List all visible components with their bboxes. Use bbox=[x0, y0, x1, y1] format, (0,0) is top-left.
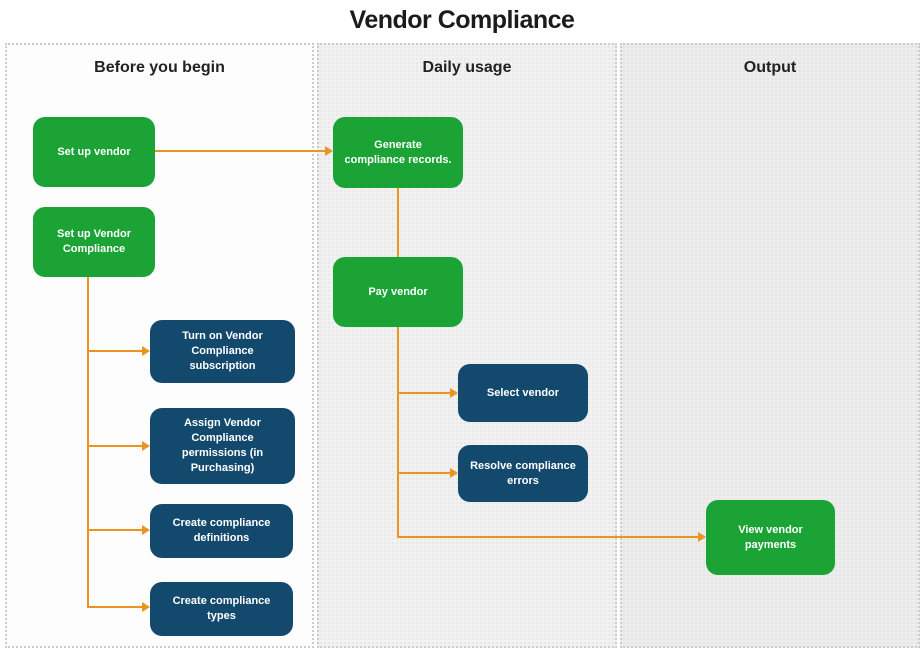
node-label: Select vendor bbox=[486, 386, 560, 399]
node-select-vendor: Select vendor bbox=[458, 364, 588, 422]
connector-branch-select-vendor bbox=[399, 392, 450, 394]
node-label: Create compliance types bbox=[172, 595, 271, 622]
arrowhead-create-types bbox=[142, 602, 150, 612]
connector-setup-compliance-trunk bbox=[87, 277, 89, 606]
node-set-up-vendor: Set up vendor bbox=[33, 117, 155, 187]
arrowhead-turn-on-subscription bbox=[142, 346, 150, 356]
arrowhead-resolve-errors bbox=[450, 468, 458, 478]
node-label: Set up Vendor Compliance bbox=[57, 228, 131, 255]
node-label: Resolve compliance errors bbox=[470, 459, 576, 487]
node-resolve-compliance-errors: Resolve compliance errors bbox=[458, 445, 588, 502]
arrowhead-view-payments bbox=[698, 532, 706, 542]
arrowhead-create-definitions bbox=[142, 525, 150, 535]
node-label: Pay vendor bbox=[368, 285, 428, 298]
lane-header-before-you-begin: Before you begin bbox=[94, 59, 225, 76]
lane-header-daily-usage: Daily usage bbox=[422, 59, 512, 76]
node-turn-on-vendor-compliance-subscription: Turn on Vendor Compliance subscription bbox=[150, 320, 295, 383]
connector-branch-resolve-errors bbox=[399, 472, 450, 474]
node-pay-vendor: Pay vendor bbox=[333, 257, 463, 327]
connector-branch-view-payments bbox=[397, 536, 698, 538]
node-assign-vendor-compliance-permissions: Assign Vendor Compliance permissions (in… bbox=[150, 408, 295, 484]
node-label: Assign Vendor Compliance permissions (in… bbox=[181, 417, 264, 474]
connector-branch-create-definitions bbox=[89, 529, 142, 531]
node-label: Set up vendor bbox=[57, 145, 131, 158]
node-label: Generate compliance records. bbox=[344, 138, 452, 166]
connector-branch-turn-on-subscription bbox=[89, 350, 142, 352]
node-label: Turn on Vendor Compliance subscription bbox=[182, 330, 263, 372]
connector-pay-vendor-trunk bbox=[397, 327, 399, 538]
node-label: Create compliance definitions bbox=[172, 517, 271, 544]
node-label: View vendor payments bbox=[738, 523, 803, 551]
arrowhead-assign-permissions bbox=[142, 441, 150, 451]
arrowhead-generate-records bbox=[325, 146, 333, 156]
connector-branch-create-types bbox=[87, 606, 142, 608]
lane-header-output: Output bbox=[743, 59, 797, 76]
node-set-up-vendor-compliance: Set up Vendor Compliance bbox=[33, 207, 155, 277]
connector-generate-records-to-pay-vendor bbox=[397, 188, 399, 257]
node-view-vendor-payments: View vendor payments bbox=[706, 500, 835, 575]
arrowhead-select-vendor bbox=[450, 388, 458, 398]
lane-output: Output bbox=[620, 43, 920, 648]
connector-branch-assign-permissions bbox=[89, 445, 142, 447]
node-create-compliance-types: Create compliance types bbox=[150, 582, 293, 636]
node-create-compliance-definitions: Create compliance definitions bbox=[150, 504, 293, 558]
page-title: Vendor Compliance bbox=[349, 6, 575, 34]
node-generate-compliance-records: Generate compliance records. bbox=[333, 117, 463, 188]
connector-setup-vendor-to-generate-records bbox=[155, 150, 325, 152]
